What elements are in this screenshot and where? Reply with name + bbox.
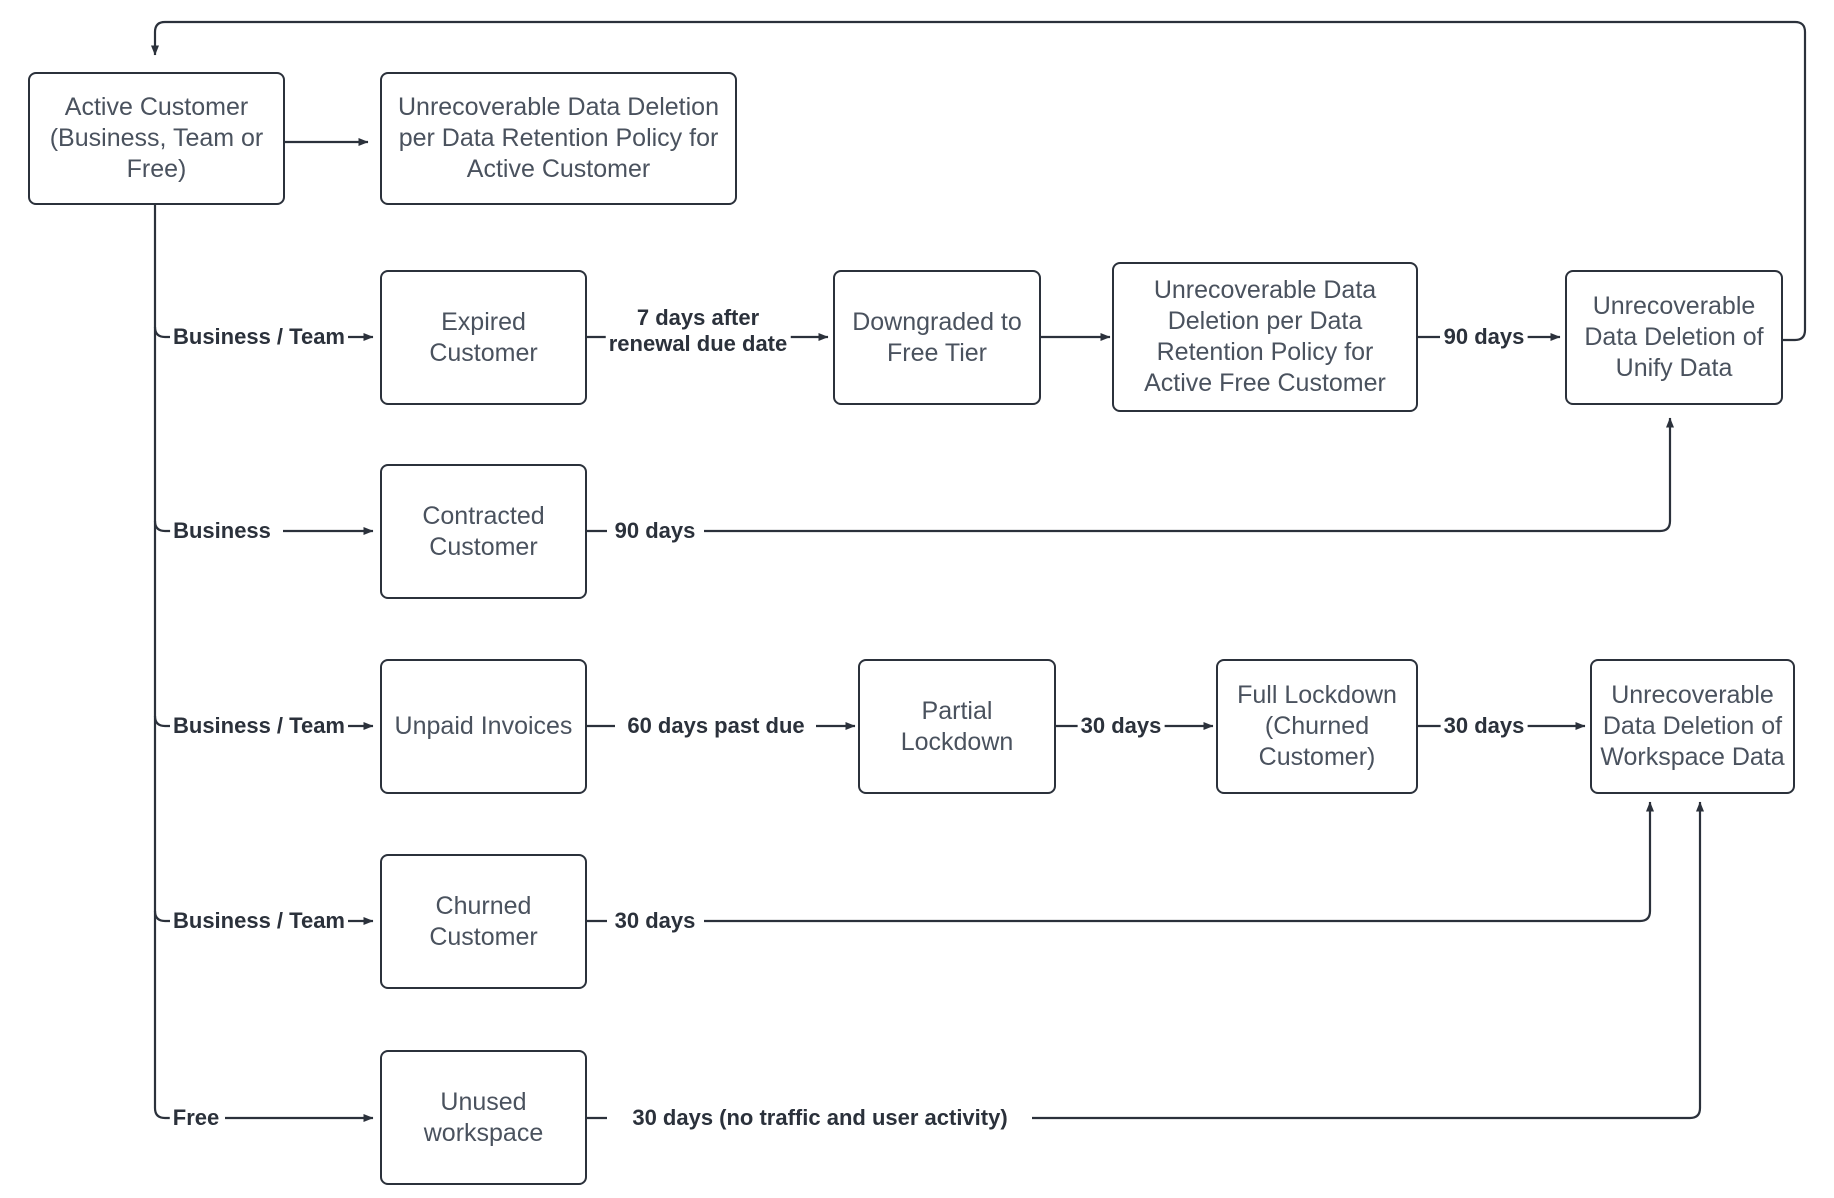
node-churned-customer[interactable]: Churned Customer [380, 854, 587, 989]
edge-branch-expired [153, 326, 172, 339]
node-active-customer[interactable]: Active Customer (Business, Team or Free) [28, 72, 285, 205]
edge-churned-to-workspace-run [704, 801, 1654, 923]
edge-unused-to-workspace-run [1032, 801, 1704, 1120]
node-full-lockdown-churned-customer[interactable]: Full Lockdown (Churned Customer) [1216, 659, 1418, 794]
edge-branch-churned [153, 910, 172, 923]
node-contracted-customer[interactable]: Contracted Customer [380, 464, 587, 599]
node-unrecoverable-deletion-active-customer[interactable]: Unrecoverable Data Deletion per Data Ret… [380, 72, 737, 205]
node-unpaid-invoices[interactable]: Unpaid Invoices [380, 659, 587, 794]
edge-trunk [153, 205, 172, 1120]
node-partial-lockdown[interactable]: Partial Lockdown [858, 659, 1056, 794]
edge-label-churned-to-workspace: 30 days [611, 908, 699, 934]
edge-branch-unpaid [153, 715, 172, 728]
node-unrecoverable-deletion-active-free-customer[interactable]: Unrecoverable Data Deletion per Data Ret… [1112, 262, 1418, 412]
edge-label-partial-to-full: 30 days [1077, 713, 1165, 739]
edge-label-branch-expired: Business / Team [170, 324, 348, 350]
edge-label-branch-unused: Free [169, 1105, 223, 1131]
edge-label-unrecfree-to-unify: 90 days [1440, 324, 1528, 350]
edge-contracted-to-unify-run [704, 417, 1674, 533]
edge-label-contracted-to-unify: 90 days [611, 518, 699, 544]
node-unrecoverable-deletion-workspace-data[interactable]: Unrecoverable Data Deletion of Workspace… [1590, 659, 1795, 794]
edge-label-full-to-workspace: 30 days [1440, 713, 1528, 739]
edge-unify-to-active [151, 20, 1807, 342]
edge-label-branch-contracted: Business [170, 518, 274, 544]
node-downgraded-to-free-tier[interactable]: Downgraded to Free Tier [833, 270, 1041, 405]
edge-label-unpaid-to-partial: 60 days past due [624, 713, 808, 739]
edge-label-unused-to-workspace: 30 days (no traffic and user activity) [629, 1105, 1011, 1131]
edge-label-branch-churned: Business / Team [170, 908, 348, 934]
edge-label-branch-unpaid: Business / Team [170, 713, 348, 739]
edge-label-expired-to-downgraded: 7 days after renewal due date [605, 305, 791, 357]
node-unrecoverable-deletion-unify-data[interactable]: Unrecoverable Data Deletion of Unify Dat… [1565, 270, 1783, 405]
node-unused-workspace[interactable]: Unused workspace [380, 1050, 587, 1185]
edge-branch-contracted [153, 520, 172, 533]
node-expired-customer[interactable]: Expired Customer [380, 270, 587, 405]
